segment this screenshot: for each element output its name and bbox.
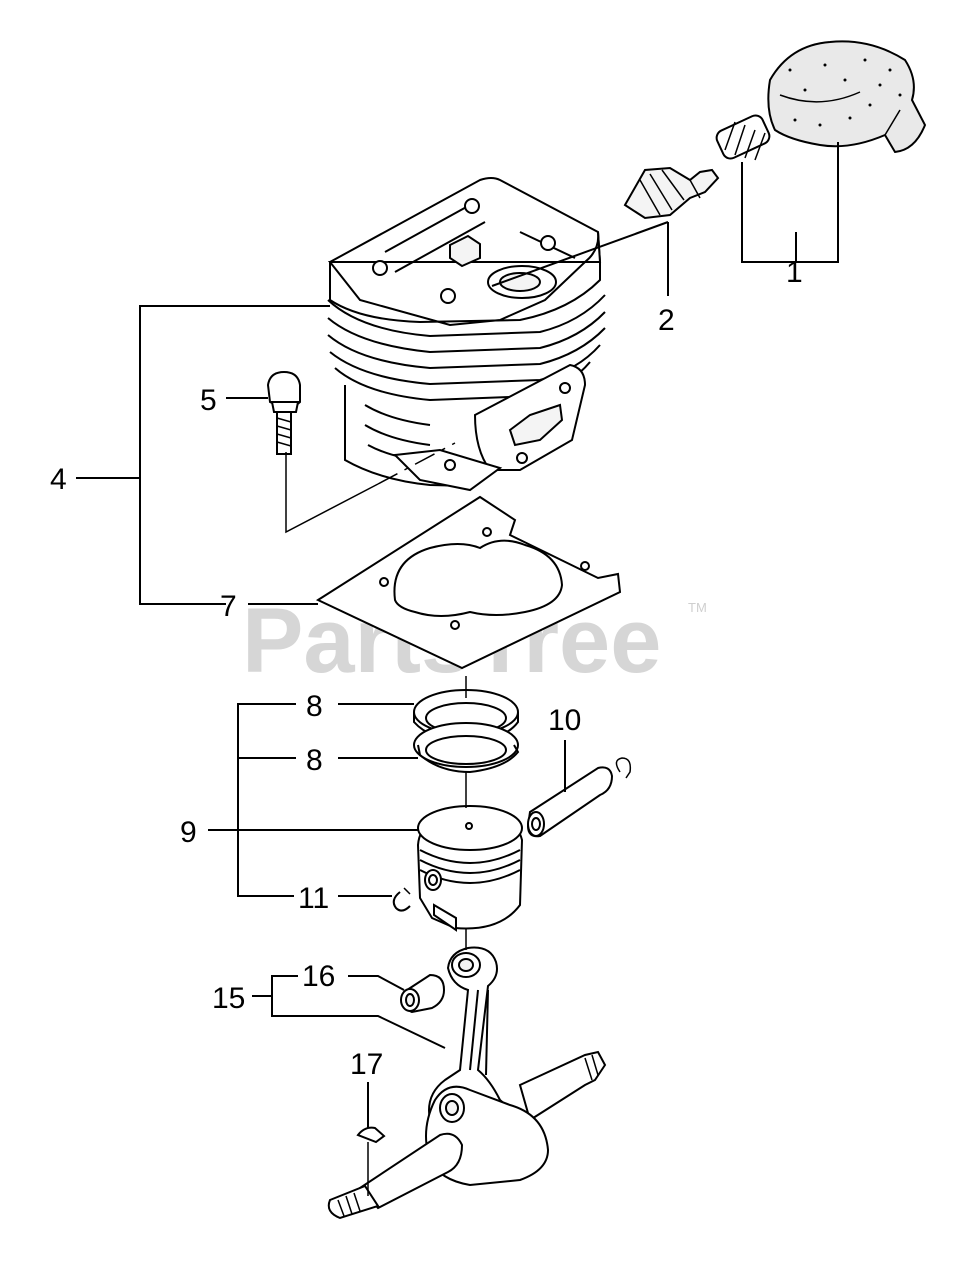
spark-plug-part[interactable] [623,166,720,220]
callout-16[interactable]: 16 [302,960,335,993]
callout-8-bottom[interactable]: 8 [306,744,323,777]
piston-part[interactable] [416,805,524,932]
callout-17[interactable]: 17 [350,1048,383,1081]
callout-15[interactable]: 15 [212,982,245,1015]
callout-1[interactable]: 1 [786,256,803,289]
cylinder-part[interactable] [327,177,606,492]
callout-10[interactable]: 10 [548,704,581,737]
callout-7[interactable]: 7 [220,590,237,623]
crankshaft-part[interactable] [327,1050,607,1220]
piston-rings-part[interactable] [413,689,520,774]
callout-labels: 1 2 4 5 7 8 8 9 10 11 15 16 17 [50,256,803,1081]
callout-4[interactable]: 4 [50,463,67,496]
needle-bearing-part[interactable] [400,973,446,1014]
piston-pin-part[interactable] [526,757,632,838]
leader-lines [76,142,839,1196]
boot-texture [788,58,902,127]
bolt-part[interactable] [266,370,301,455]
callout-5[interactable]: 5 [200,384,217,417]
gasket-part[interactable] [315,495,622,670]
watermark-trademark: TM [688,600,707,615]
spark-plug-boot-part[interactable] [714,40,927,161]
callout-8-top[interactable]: 8 [306,690,323,723]
spring-part[interactable] [714,113,772,161]
callout-11[interactable]: 11 [298,882,329,915]
piston-clip-part[interactable] [392,887,411,912]
callout-2[interactable]: 2 [658,304,675,337]
callout-9[interactable]: 9 [180,816,197,849]
woodruff-key-part[interactable] [356,1126,386,1144]
